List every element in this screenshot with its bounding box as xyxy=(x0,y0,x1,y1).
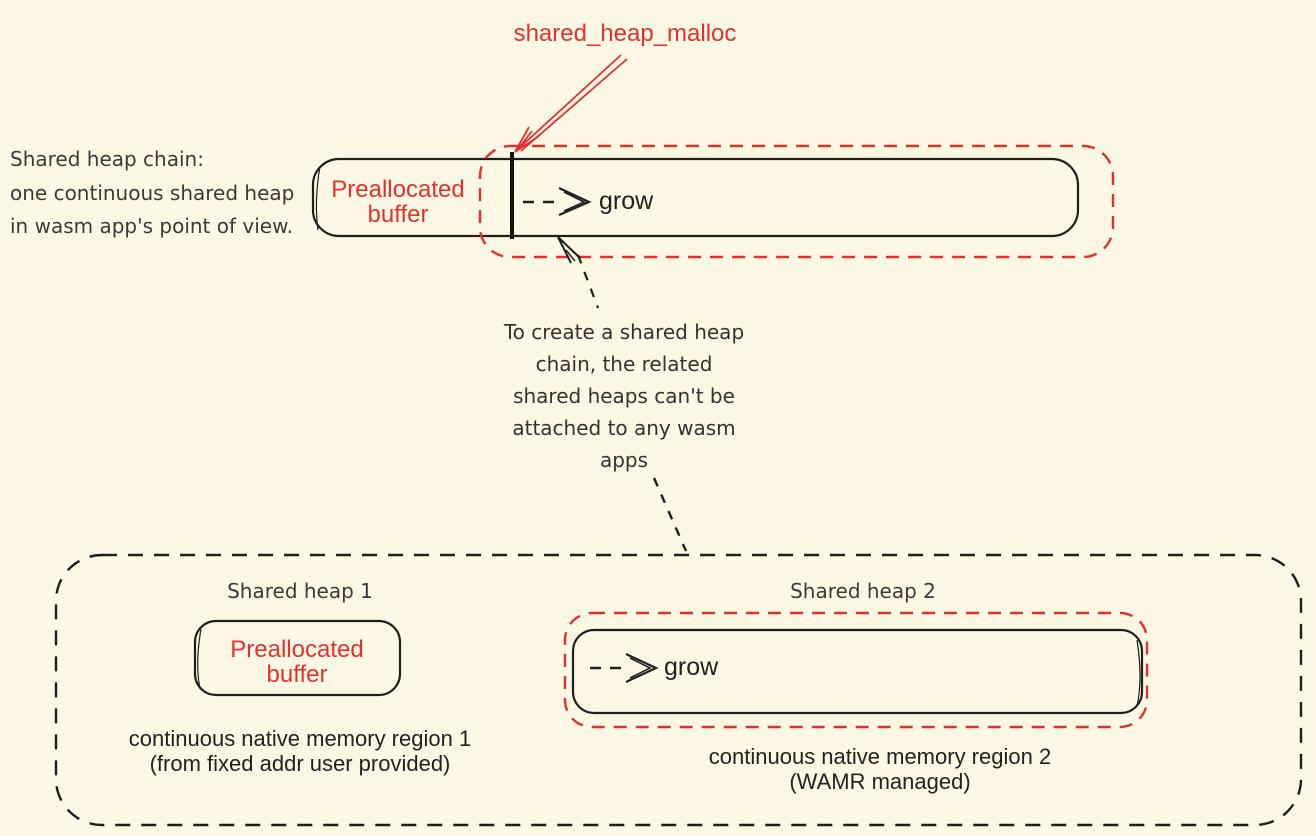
chain-description-text: Shared heap chain: one continuous shared… xyxy=(10,147,295,238)
chain-grow-label: grow xyxy=(599,187,654,215)
heap2-grow-label: grow xyxy=(664,653,719,681)
heap1-preallocated-buffer-label: Preallocated buffer xyxy=(230,636,364,688)
heap2-caption: continuous native memory region 2 (WAMR … xyxy=(708,744,1052,794)
heap2-title: Shared heap 2 xyxy=(790,579,936,603)
heap1-title: Shared heap 1 xyxy=(227,579,373,603)
malloc-function-label: shared_heap_malloc xyxy=(513,20,737,47)
chain-preallocated-buffer-label: Preallocated buffer xyxy=(331,176,465,228)
chain-note-text: To create a shared heap chain, the relat… xyxy=(503,320,745,472)
heap1-caption: continuous native memory region 1 (from … xyxy=(128,726,472,776)
